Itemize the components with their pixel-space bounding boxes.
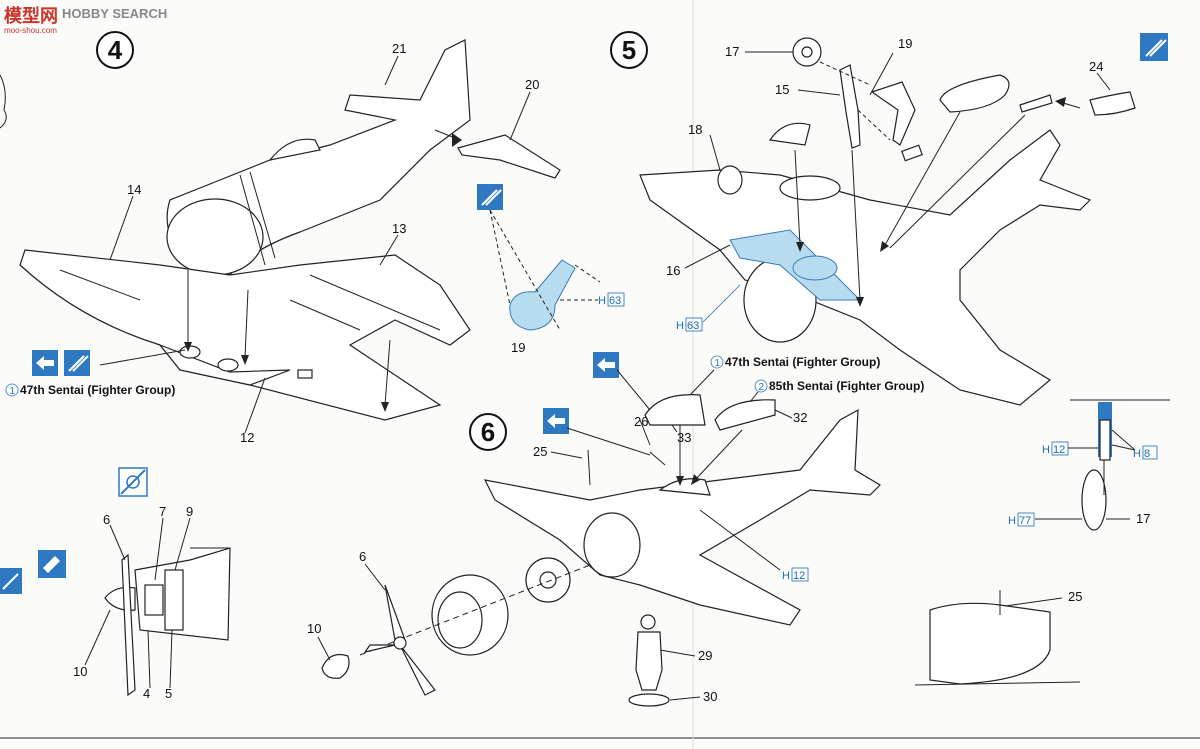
paint-icon-step4-a — [64, 350, 90, 376]
option-47th-sentai-left: 1 47th Sentai (Fighter Group) — [5, 383, 175, 397]
paint-icon-step4-b — [477, 184, 503, 210]
label-16: 16 — [666, 263, 680, 278]
label-30: 30 — [703, 689, 717, 704]
color-ref-h8: H 8 — [1133, 445, 1158, 460]
label-21: 21 — [392, 41, 406, 56]
watermark-chinese: 模型网 — [4, 5, 58, 26]
label-24: 24 — [1089, 59, 1103, 74]
color-ref-h63-step4: H 63 — [598, 292, 625, 307]
svg-text:85th Sentai (Fighter Group): 85th Sentai (Fighter Group) — [769, 379, 924, 393]
svg-text:47th Sentai (Fighter Group): 47th Sentai (Fighter Group) — [725, 355, 880, 369]
label-17-step5: 17 — [725, 44, 739, 59]
option-85th-sentai: 2 85th Sentai (Fighter Group) — [754, 379, 924, 393]
svg-text:H 8: H 8 — [1133, 448, 1150, 460]
no-glue-icon — [118, 467, 148, 497]
step-6-badge: 6 — [469, 413, 507, 451]
svg-text:H 77: H 77 — [1008, 515, 1031, 527]
label-19-step5: 19 — [898, 36, 912, 51]
label-18: 18 — [688, 122, 702, 137]
step5-parts — [768, 37, 1136, 307]
choose-option-icon-step4 — [32, 350, 58, 376]
radio-mast-detail — [914, 590, 1081, 686]
watermark: 模型网 HOBBY SEARCH moo-shou.com — [0, 0, 167, 36]
label-10-step6: 10 — [307, 621, 321, 636]
watermark-site: moo-shou.com — [4, 26, 57, 35]
label-5: 5 — [165, 686, 172, 701]
label-12: 12 — [240, 430, 254, 445]
step4-part-19-blue — [489, 209, 601, 331]
paint-icon-left-edge — [0, 568, 22, 594]
color-ref-h12-step6: H 12 — [782, 567, 809, 582]
choose-option-icon-step6-a — [593, 352, 619, 378]
label-15: 15 — [775, 82, 789, 97]
label-29: 29 — [698, 648, 712, 663]
color-ref-h12-gear: H 12 — [1042, 441, 1069, 456]
svg-text:H 63: H 63 — [676, 320, 699, 332]
label-26: 26 — [634, 414, 648, 429]
color-ref-h63-step5: H 63 — [676, 284, 741, 332]
svg-text:1: 1 — [715, 358, 721, 369]
leader-lines — [84, 51, 1111, 701]
label-6-left: 6 — [103, 512, 110, 527]
step-6-number: 6 — [481, 417, 495, 447]
step6-propeller — [321, 584, 436, 696]
color-ref-h77: H 77 — [1008, 512, 1035, 527]
label-32: 32 — [793, 410, 807, 425]
label-20: 20 — [525, 77, 539, 92]
svg-text:2: 2 — [759, 382, 765, 393]
step6-engine — [359, 557, 591, 656]
svg-text:47th Sentai (Fighter Group): 47th Sentai (Fighter Group) — [20, 383, 175, 397]
option-47th-sentai-right: 1 47th Sentai (Fighter Group) — [710, 355, 880, 369]
label-6-step6: 6 — [359, 549, 366, 564]
label-25-step6: 25 — [533, 444, 547, 459]
step6-airframe — [483, 408, 881, 626]
watermark-brand: HOBBY SEARCH — [62, 6, 167, 21]
prop-side-detail — [104, 547, 231, 697]
step4-fuselage — [166, 39, 471, 276]
landing-gear-detail — [1035, 399, 1170, 531]
label-9: 9 — [186, 504, 193, 519]
step-4-number: 4 — [108, 35, 123, 65]
step4-arrows — [184, 270, 391, 412]
svg-text:H 12: H 12 — [1042, 444, 1065, 456]
label-4: 4 — [143, 686, 150, 701]
step-4-badge: 4 — [96, 31, 134, 69]
step4-wing — [19, 249, 471, 421]
label-7: 7 — [159, 504, 166, 519]
step4-tail-part-20 — [434, 129, 561, 179]
glue-icon — [38, 550, 66, 578]
svg-text:H 12: H 12 — [782, 570, 805, 582]
step5-airframe — [639, 129, 1092, 406]
step-5-number: 5 — [622, 35, 636, 65]
label-14: 14 — [127, 182, 141, 197]
step6-canopies — [587, 394, 776, 486]
step6-pilot-figure — [628, 614, 670, 707]
step5-paint-icon — [1140, 33, 1168, 61]
svg-text:H 63: H 63 — [598, 295, 621, 307]
label-33: 33 — [677, 430, 691, 445]
step4-left-detail — [0, 74, 7, 129]
label-19-step4: 19 — [511, 340, 525, 355]
label-13: 13 — [392, 221, 406, 236]
svg-text:1: 1 — [10, 386, 16, 397]
choose-option-icon-step6-b — [543, 408, 569, 434]
label-10-left: 10 — [73, 664, 87, 679]
label-17-gear: 17 — [1136, 511, 1150, 526]
step-5-badge: 5 — [610, 31, 648, 69]
label-25-mast: 25 — [1068, 589, 1082, 604]
